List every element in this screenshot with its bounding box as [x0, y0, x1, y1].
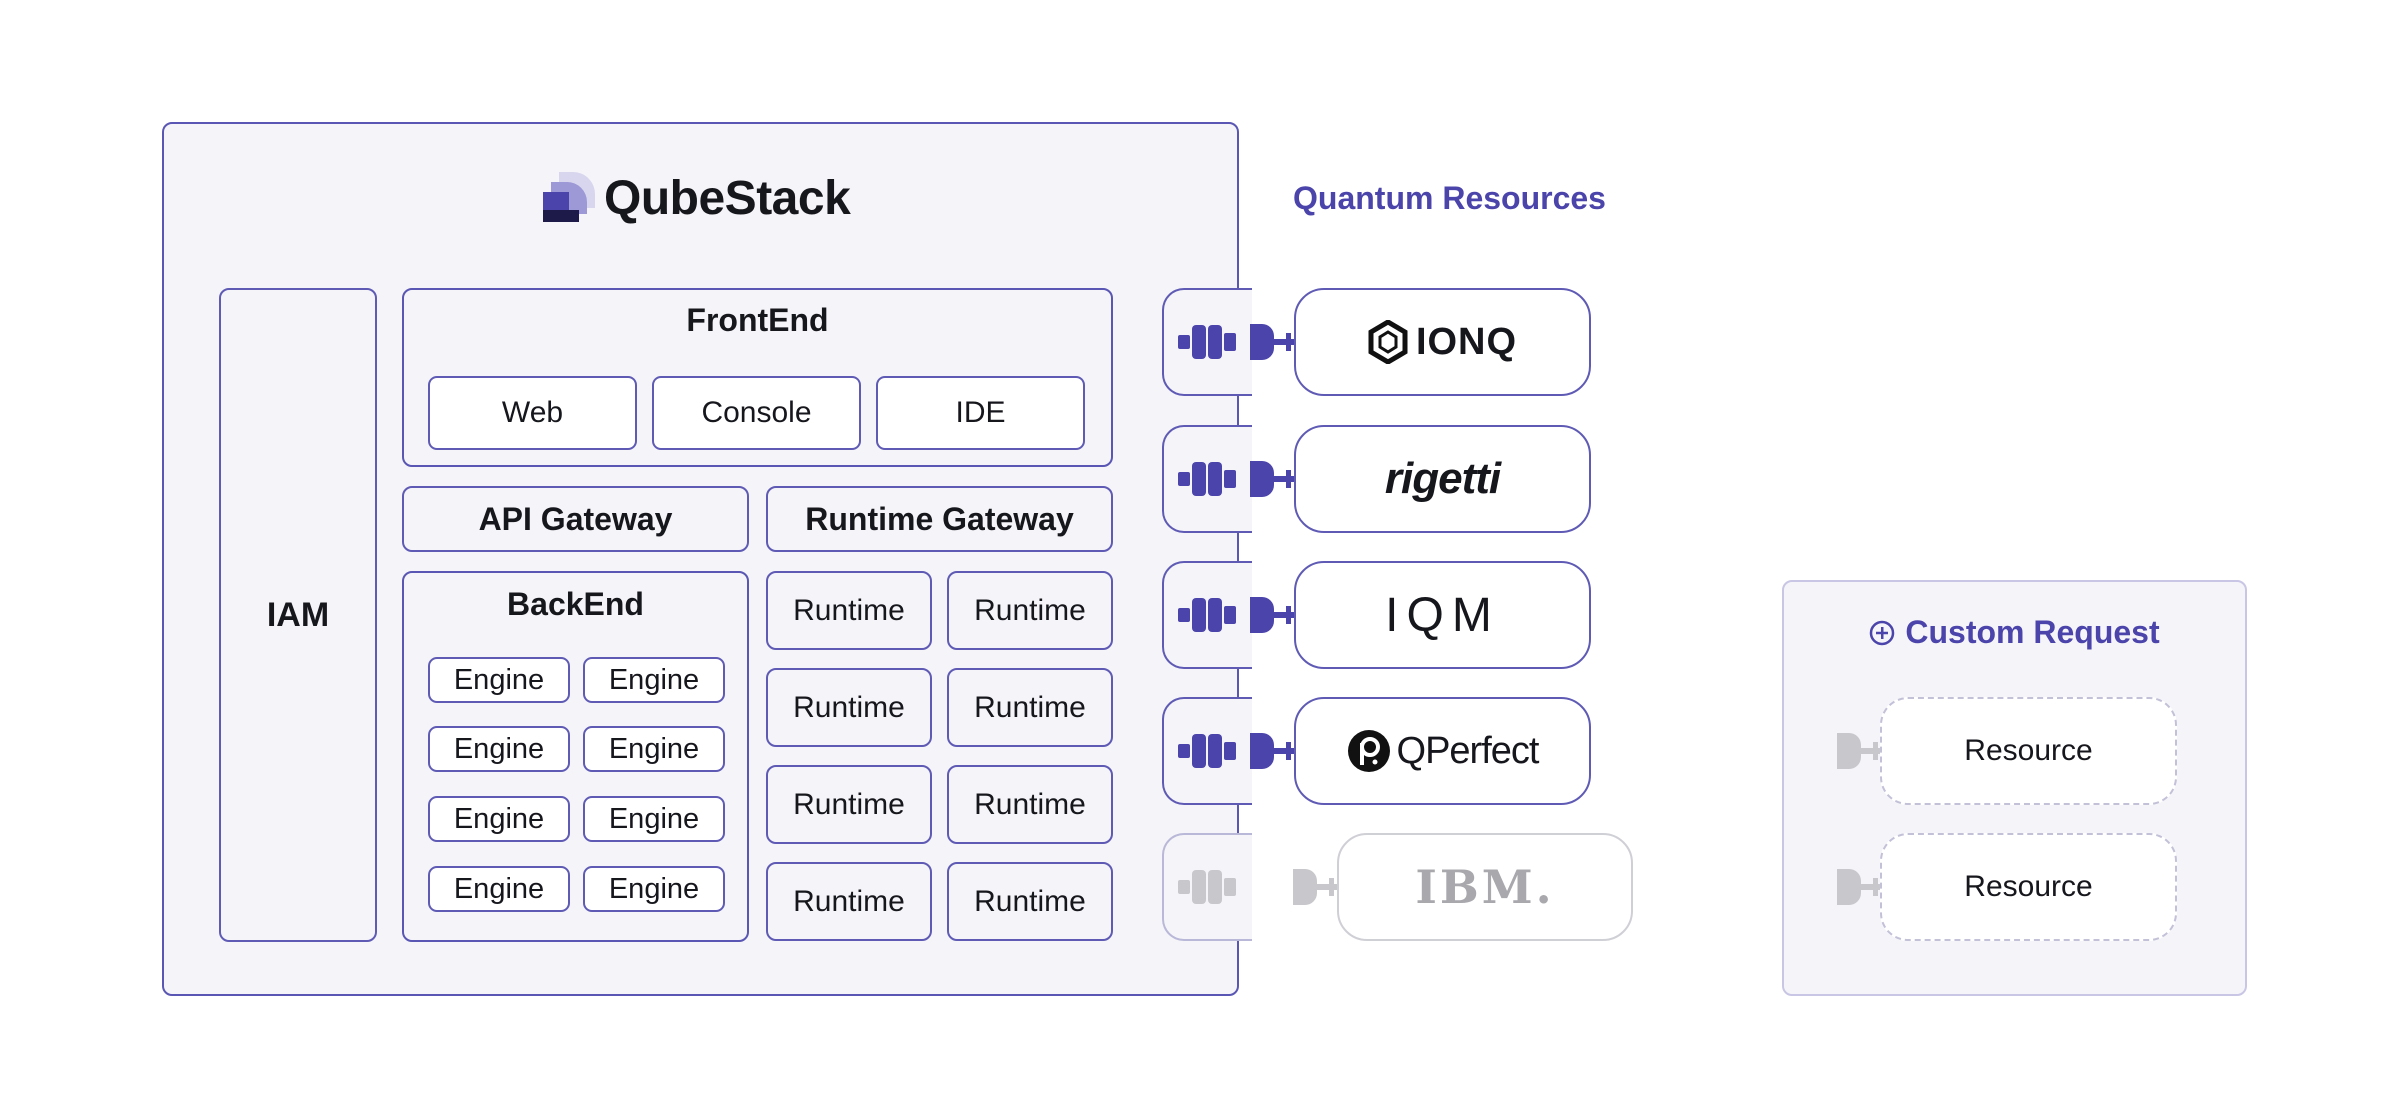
runtime-label: Runtime	[793, 884, 905, 918]
frontend-item-console: Console	[652, 376, 861, 450]
socket-ibm	[1162, 833, 1252, 941]
runtime-gateway-label: Runtime Gateway	[805, 500, 1074, 537]
provider-name: QPerfect	[1396, 729, 1540, 772]
api-gateway-label: API Gateway	[478, 500, 673, 537]
engine-box: Engine	[583, 657, 725, 703]
socket-plug-icon	[1178, 870, 1236, 904]
provider-name: IQM	[1385, 588, 1500, 642]
plug-connector-icon	[1250, 733, 1302, 769]
plug-connector-icon	[1293, 869, 1345, 905]
plug-connector-icon	[1250, 461, 1302, 497]
runtime-gateway-box: Runtime Gateway	[766, 486, 1113, 552]
brand-title: QubeStack	[604, 172, 851, 225]
provider-ibm: IBM.	[1337, 833, 1633, 941]
frontend-item-web: Web	[428, 376, 637, 450]
provider-name: rigetti	[1384, 454, 1501, 503]
qubestack-logo-icon	[543, 172, 595, 222]
engine-label: Engine	[608, 802, 700, 835]
provider-ionq: IONQ	[1294, 288, 1591, 396]
engine-label: Engine	[453, 872, 545, 905]
plug-connector-icon	[1837, 733, 1889, 769]
plug-connector-icon	[1250, 324, 1302, 360]
engine-label: Engine	[608, 663, 700, 696]
provider-name: IONQ	[1415, 320, 1518, 363]
runtime-box: Runtime	[766, 668, 932, 747]
engine-box: Engine	[428, 657, 570, 703]
runtime-box: Runtime	[766, 862, 932, 941]
frontend-item-ide: IDE	[876, 376, 1085, 450]
runtime-box: Runtime	[947, 571, 1113, 650]
socket-plug-icon	[1178, 734, 1236, 768]
runtime-box: Runtime	[766, 765, 932, 844]
runtime-label: Runtime	[974, 593, 1086, 627]
engine-box: Engine	[583, 726, 725, 772]
frontend-title: FrontEnd	[686, 302, 829, 338]
provider-iqm: IQM	[1294, 561, 1591, 669]
api-gateway-box: API Gateway	[402, 486, 749, 552]
runtime-box: Runtime	[766, 571, 932, 650]
socket-plug-icon	[1178, 462, 1236, 496]
runtime-box: Runtime	[947, 862, 1113, 941]
frontend-item-label: IDE	[955, 396, 1006, 429]
provider-name: IBM.	[1415, 860, 1555, 914]
socket-ionq	[1162, 288, 1252, 396]
backend-title: BackEnd	[507, 586, 644, 622]
engine-box: Engine	[428, 866, 570, 912]
engine-label: Engine	[608, 872, 700, 905]
runtime-label: Runtime	[793, 690, 905, 724]
engine-label: Engine	[608, 732, 700, 765]
custom-request-title: Custom Request	[1905, 614, 2160, 650]
socket-rigetti	[1162, 425, 1252, 533]
quantum-resources-title: Quantum Resources	[1293, 180, 1606, 216]
socket-iqm	[1162, 561, 1252, 669]
plug-connector-icon	[1837, 869, 1889, 905]
socket-qperfect	[1162, 697, 1252, 805]
runtime-label: Runtime	[793, 593, 905, 627]
engine-box: Engine	[428, 796, 570, 842]
custom-resource-slot[interactable]: Resource	[1880, 833, 2177, 941]
custom-request-header[interactable]: Custom Request	[1782, 614, 2247, 651]
engine-box: Engine	[583, 796, 725, 842]
engine-box: Engine	[428, 726, 570, 772]
socket-plug-icon	[1178, 598, 1236, 632]
runtime-box: Runtime	[947, 668, 1113, 747]
resource-label: Resource	[1964, 870, 2093, 903]
plug-connector-icon	[1250, 597, 1302, 633]
provider-qperfect: QPerfect	[1294, 697, 1591, 805]
provider-rigetti: rigetti	[1294, 425, 1591, 533]
engine-label: Engine	[453, 663, 545, 696]
frontend-item-label: Web	[501, 396, 564, 429]
runtime-label: Runtime	[974, 884, 1086, 918]
engine-label: Engine	[453, 802, 545, 835]
iam-label: IAM	[266, 595, 330, 634]
engine-label: Engine	[453, 732, 545, 765]
qperfect-logo-icon	[1347, 730, 1390, 772]
iam-box: IAM	[219, 288, 377, 942]
ionq-logo-icon	[1368, 320, 1408, 364]
frontend-item-label: Console	[701, 396, 812, 429]
engine-box: Engine	[583, 866, 725, 912]
runtime-label: Runtime	[974, 787, 1086, 821]
resource-label: Resource	[1964, 734, 2093, 767]
add-circle-icon	[1870, 620, 1895, 645]
runtime-box: Runtime	[947, 765, 1113, 844]
custom-resource-slot[interactable]: Resource	[1880, 697, 2177, 805]
runtime-label: Runtime	[974, 690, 1086, 724]
socket-plug-icon	[1178, 325, 1236, 359]
runtime-label: Runtime	[793, 787, 905, 821]
